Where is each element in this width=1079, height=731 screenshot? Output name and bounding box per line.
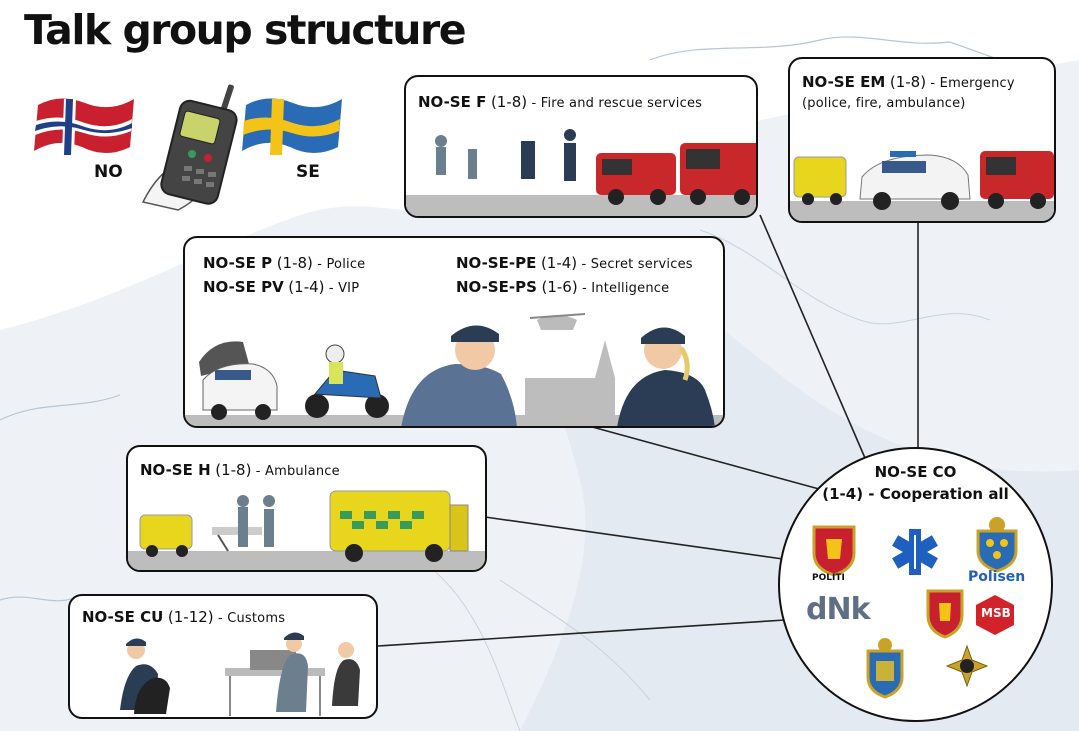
page-title: Talk group structure: [24, 6, 467, 54]
talkgroup-box-customs: NO-SE CU (1-12) - Customs: [68, 594, 378, 719]
polisen-crest-icon: [976, 517, 1018, 573]
talkgroup-box-police: NO-SE P (1-8) - Police NO-SE PV (1-4) - …: [183, 236, 725, 428]
cooperation-subtitle: (1-4) - Cooperation all: [822, 485, 1009, 503]
connector-cu: [377, 619, 786, 647]
fire-services-illustration: [406, 126, 756, 216]
talkgroup-p-code: NO-SE P: [203, 254, 273, 272]
talkgroup-cu-heading: NO-SE CU (1-12) - Customs: [82, 608, 285, 626]
talkgroup-ps-range: (1-6): [541, 278, 578, 296]
talkgroup-cu-desc: - Customs: [213, 611, 286, 626]
customs-illustration: [120, 632, 360, 716]
talkgroup-em-desc: - Emergency: [926, 76, 1015, 91]
talkgroup-cu-range: (1-12): [167, 608, 214, 626]
msb-logo-text: MSB: [981, 606, 1011, 620]
polisen-logo-text: Polisen: [968, 569, 1026, 585]
talkgroup-h-heading: NO-SE H (1-8) - Ambulance: [140, 461, 340, 479]
talkgroup-f-desc: - Fire and rescue services: [527, 96, 703, 111]
talkgroup-em-desc2: (police, fire, ambulance): [802, 96, 966, 111]
talkgroup-ps-code: NO-SE-PS: [456, 278, 537, 296]
talkgroup-cu-code: NO-SE CU: [82, 608, 164, 626]
talkgroup-box-emergency: NO-SE EM (1-8) - Emergency (police, fire…: [788, 57, 1056, 223]
emergency-vehicles-illustration: [790, 151, 1054, 221]
norway-flag-icon: [34, 98, 134, 155]
talkgroup-f-heading: NO-SE F (1-8) - Fire and rescue services: [418, 93, 702, 111]
talkgroup-pv-code: NO-SE PV: [203, 278, 284, 296]
talkgroup-f-range: (1-8): [490, 93, 528, 111]
connector-f: [759, 214, 866, 459]
police-illustration: [185, 313, 723, 426]
radio-handset-icon: [141, 84, 238, 211]
connector-h: [484, 516, 791, 561]
talkgroup-pe-desc: - Secret services: [577, 257, 693, 272]
talkgroup-f-code: NO-SE F: [418, 93, 487, 111]
talkgroup-em-heading: NO-SE EM (1-8) - Emergency: [802, 73, 1015, 91]
sweden-flag-icon: [242, 98, 342, 155]
no-flag-label: NO: [94, 162, 123, 182]
talkgroup-pe-heading: NO-SE-PE (1-4) - Secret services: [456, 254, 693, 272]
talkgroup-h-range: (1-8): [215, 461, 252, 479]
talkgroup-pe-range: (1-4): [540, 254, 578, 272]
talkgroup-pv-range: (1-4): [288, 278, 325, 296]
talkgroup-h-code: NO-SE H: [140, 461, 211, 479]
talkgroup-em-range: (1-8): [889, 73, 927, 91]
politi-logo-text: POLITI: [812, 573, 845, 583]
swedish-customs-crest-icon: [866, 638, 904, 699]
talkgroup-box-ambulance: NO-SE H (1-8) - Ambulance: [126, 445, 487, 572]
talkgroup-pv-desc: - VIP: [324, 281, 360, 296]
talkgroup-pe-code: NO-SE-PE: [456, 254, 537, 272]
se-flag-label: SE: [296, 162, 320, 182]
connector-p: [584, 424, 831, 493]
talkgroup-p-desc: - Police: [312, 257, 366, 272]
politi-crest-icon: [812, 525, 856, 577]
talkgroup-pv-heading: NO-SE PV (1-4) - VIP: [203, 278, 359, 296]
ambulance-illustration: [128, 490, 485, 570]
directorate-crest-icon: [926, 589, 964, 639]
talkgroup-box-fire: NO-SE F (1-8) - Fire and rescue services: [404, 75, 758, 218]
star-of-life-icon: [892, 529, 938, 575]
cooperation-circle: NO-SE CO (1-4) - Cooperation all POLITI …: [778, 447, 1053, 722]
msb-badge-icon: [976, 595, 1014, 635]
customs-star-badge-icon: [946, 645, 988, 687]
talkgroup-h-desc: - Ambulance: [251, 464, 340, 479]
talkgroup-em-code: NO-SE EM: [802, 73, 886, 91]
talkgroup-ps-heading: NO-SE-PS (1-6) - Intelligence: [456, 278, 669, 296]
talkgroup-p-heading: NO-SE P (1-8) - Police: [203, 254, 365, 272]
dnk-logo: dNk: [806, 592, 871, 627]
talkgroup-ps-desc: - Intelligence: [577, 281, 670, 296]
talkgroup-p-range: (1-8): [276, 254, 313, 272]
cooperation-title: NO-SE CO: [874, 463, 957, 481]
